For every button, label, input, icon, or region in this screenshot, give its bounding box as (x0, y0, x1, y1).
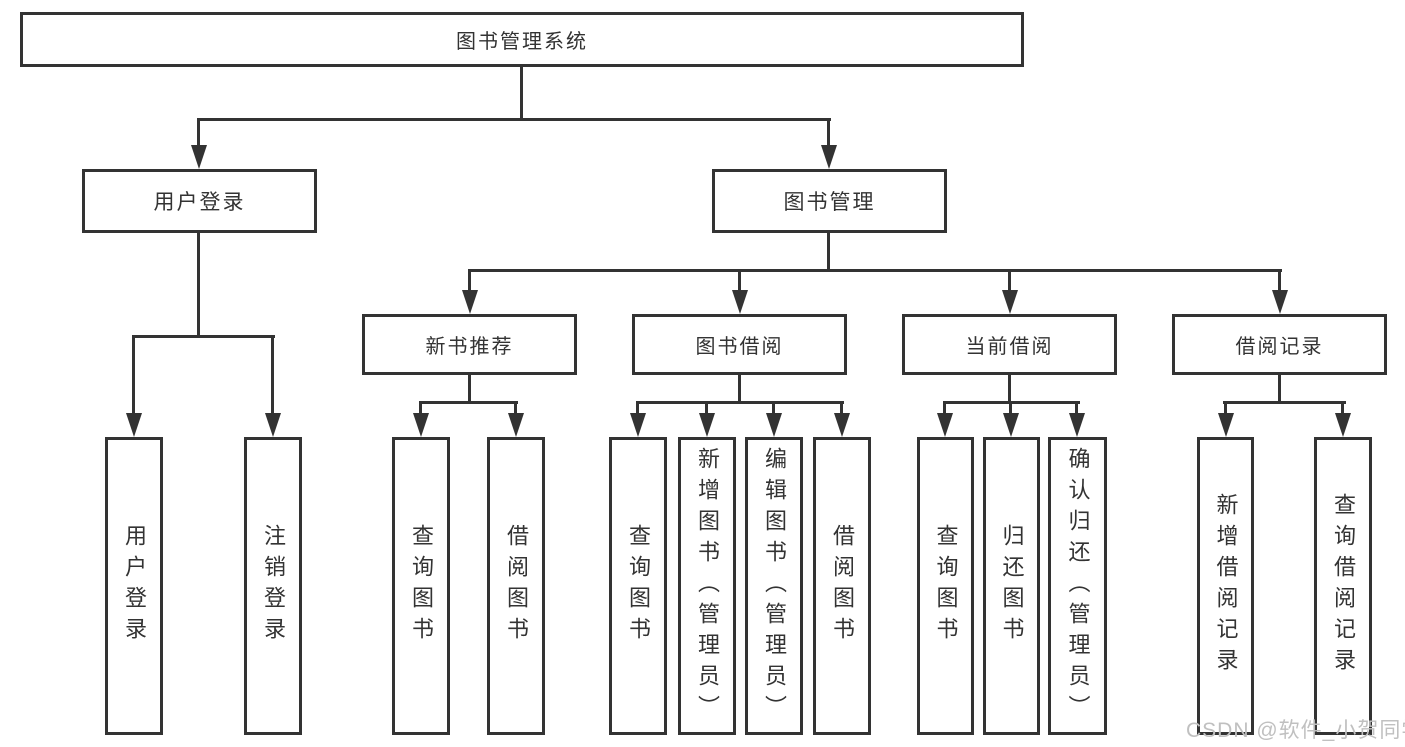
connector-line (1223, 401, 1346, 404)
leaf-label: 查询借阅记录 (1331, 493, 1356, 679)
node-label: 新书推荐 (425, 336, 514, 358)
connector-line (468, 269, 1282, 272)
connector-line (197, 118, 200, 148)
leaf-query-books-current: 查询图书 (917, 437, 974, 735)
csdn-watermark: CSDN @软件_小贺同学 (1186, 719, 1405, 742)
leaf-query-borrow-record: 查询借阅记录 (1314, 437, 1372, 735)
arrow-down-icon (1002, 290, 1018, 314)
node-user-login: 用户登录 (82, 169, 317, 233)
connector-line (419, 401, 518, 404)
leaf-query-books-recommend: 查询图书 (392, 437, 450, 735)
connector-line (1008, 375, 1011, 404)
node-label: 图书管理系统 (456, 31, 588, 53)
connector-line (772, 401, 775, 415)
leaf-label: 查询图书 (626, 524, 651, 648)
node-book-borrowing: 图书借阅 (632, 314, 847, 375)
connector-line (705, 401, 708, 415)
connector-line (514, 401, 517, 415)
leaf-label: 新增借阅记录 (1213, 493, 1239, 679)
connector-line (468, 269, 471, 292)
arrow-down-icon (126, 413, 142, 437)
leaf-return-book: 归还图书 (983, 437, 1040, 735)
arrow-down-icon (191, 145, 207, 169)
leaf-edit-book-admin: 编辑图书（管理员） (745, 437, 803, 735)
arrow-down-icon (1218, 413, 1234, 437)
leaf-borrow-books-recommend: 借阅图书 (487, 437, 545, 735)
connector-line (738, 375, 741, 404)
connector-line (1278, 269, 1281, 292)
arrow-down-icon (834, 413, 850, 437)
leaf-borrow-books: 借阅图书 (813, 437, 871, 735)
arrow-down-icon (265, 413, 281, 437)
leaf-add-book-admin: 新增图书（管理员） (678, 437, 736, 735)
arrow-down-icon (413, 413, 429, 437)
arrow-down-icon (937, 413, 953, 437)
arrow-down-icon (1003, 413, 1019, 437)
connector-line (636, 401, 844, 404)
connector-line (197, 233, 200, 338)
leaf-label: 编辑图书（管理员） (762, 446, 787, 726)
connector-line (738, 269, 741, 292)
connector-line (271, 335, 274, 415)
connector-line (1008, 269, 1011, 292)
arrow-down-icon (1272, 290, 1288, 314)
leaf-label: 注销登录 (261, 524, 286, 648)
leaf-query-books-borrowing: 查询图书 (609, 437, 667, 735)
leaf-label: 确认归还（管理员） (1065, 446, 1091, 726)
connector-line (636, 401, 639, 415)
leaf-user-login: 用户登录 (105, 437, 163, 735)
connector-line (132, 335, 275, 338)
leaf-label: 查询图书 (409, 524, 434, 648)
connector-line (468, 375, 471, 404)
node-label: 用户登录 (153, 191, 246, 214)
arrow-down-icon (1335, 413, 1351, 437)
connector-line (419, 401, 422, 415)
leaf-label: 借阅图书 (504, 524, 529, 648)
arrow-down-icon (732, 290, 748, 314)
arrow-down-icon (508, 413, 524, 437)
connector-line (132, 335, 135, 415)
arrow-down-icon (699, 413, 715, 437)
connector-line (840, 401, 843, 415)
connector-line (1075, 401, 1078, 415)
leaf-label: 借阅图书 (830, 524, 855, 648)
arrow-down-icon (1069, 413, 1085, 437)
connector-line (827, 118, 830, 148)
connector-line (1009, 401, 1012, 415)
connector-line (1278, 375, 1281, 404)
connector-line (827, 233, 830, 272)
leaf-add-borrow-record: 新增借阅记录 (1197, 437, 1254, 735)
leaf-label: 归还图书 (999, 524, 1025, 648)
node-label: 图书借阅 (695, 336, 784, 358)
connector-line (1224, 401, 1227, 415)
arrow-down-icon (766, 413, 782, 437)
leaf-logout: 注销登录 (244, 437, 302, 735)
node-book-management-system: 图书管理系统 (20, 12, 1024, 67)
connector-line (197, 118, 831, 121)
arrow-down-icon (462, 290, 478, 314)
node-current-borrowing: 当前借阅 (902, 314, 1117, 375)
node-borrowing-records: 借阅记录 (1172, 314, 1387, 375)
arrow-down-icon (821, 145, 837, 169)
leaf-confirm-return-admin: 确认归还（管理员） (1048, 437, 1107, 735)
arrow-down-icon (630, 413, 646, 437)
connector-line (1341, 401, 1344, 415)
node-label: 借阅记录 (1235, 336, 1324, 358)
connector-line (943, 401, 946, 415)
node-label: 图书管理 (783, 191, 876, 214)
node-book-management: 图书管理 (712, 169, 947, 233)
leaf-label: 查询图书 (933, 524, 959, 648)
leaf-label: 用户登录 (122, 524, 147, 648)
connector-line (520, 67, 523, 120)
leaf-label: 新增图书（管理员） (695, 446, 720, 726)
node-label: 当前借阅 (965, 336, 1054, 358)
node-new-book-recommend: 新书推荐 (362, 314, 577, 375)
